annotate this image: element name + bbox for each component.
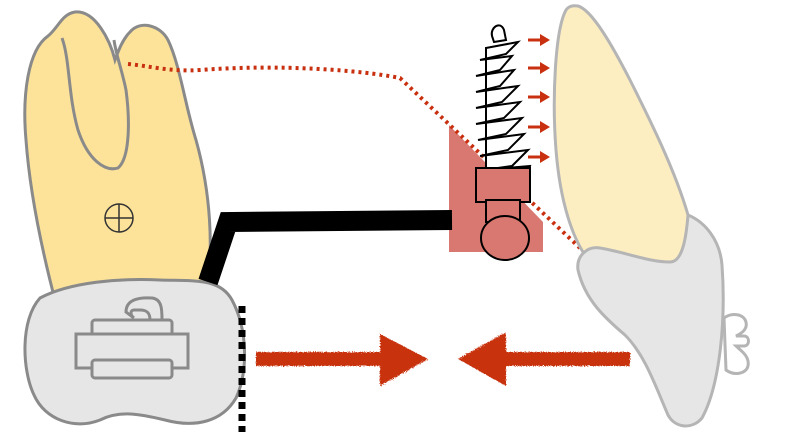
screw-arrow-icon xyxy=(528,121,550,133)
left-force-arrow xyxy=(256,334,428,386)
screw-arrow-icon xyxy=(528,151,550,163)
dotted-force-line xyxy=(127,62,582,250)
right-force-arrow xyxy=(458,332,630,386)
center-of-resistance-icon xyxy=(104,203,134,233)
incisor-tooth xyxy=(552,4,750,428)
molar-crown-groove xyxy=(60,37,130,171)
screw-force-arrows xyxy=(528,34,550,163)
lever-arm xyxy=(198,210,453,286)
incisor-gray-section xyxy=(576,212,725,428)
screw-arrow-icon xyxy=(528,34,550,46)
screw-arrow-icon xyxy=(528,91,550,103)
orthodontic-bracket-icon xyxy=(74,296,190,380)
mini-screw-icon xyxy=(475,24,532,261)
screw-arrow-icon xyxy=(528,62,550,74)
molar-tooth xyxy=(23,10,247,426)
incisor-bracket-icon xyxy=(722,313,750,375)
